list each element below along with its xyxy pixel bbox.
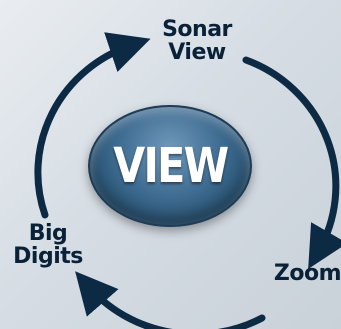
- node-label-line: Zoom: [273, 261, 341, 286]
- node-label-zoom: Zoom: [257, 262, 341, 285]
- arrow-big-digits-to-sonar-view: [34, 32, 151, 219]
- node-label-line: Big: [28, 221, 68, 246]
- node-label-big-digits: Big Digits: [6, 222, 90, 268]
- node-label-sonar-view: Sonar View: [142, 18, 252, 64]
- arrow-sonar-view-to-zoom: [242, 56, 341, 269]
- node-label-line: Digits: [13, 244, 83, 269]
- node-label-line: Sonar: [162, 17, 232, 42]
- view-button[interactable]: VIEW: [88, 105, 252, 227]
- node-label-line: View: [168, 40, 226, 65]
- arrow-zoom-to-big-digits: [75, 271, 266, 329]
- view-button-label: VIEW: [112, 138, 229, 194]
